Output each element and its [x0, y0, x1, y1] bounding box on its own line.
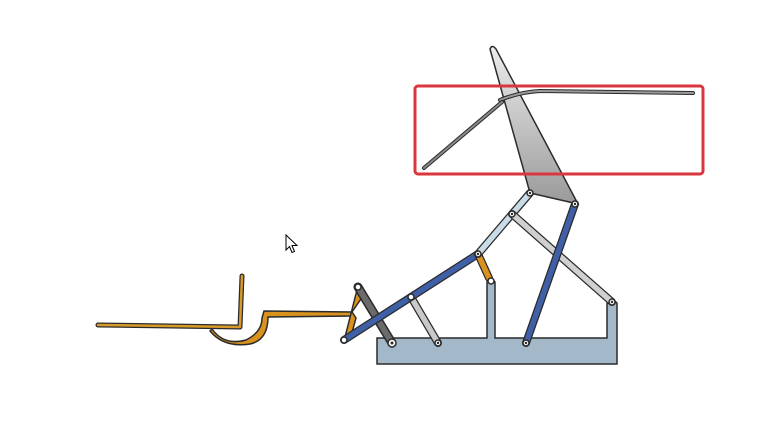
wing-panel[interactable]: [489, 45, 580, 206]
pivot-joint: [407, 293, 415, 301]
small-orange-link-fill: [475, 251, 492, 281]
left-antenna-rod-fill: [423, 101, 503, 169]
blue-wing-link-fill: [523, 201, 578, 346]
pivot-joint: [487, 277, 495, 285]
highlight-box: [413, 84, 705, 176]
left-rod-fill: [96, 274, 244, 329]
pivot-joints: [340, 189, 616, 348]
pivot-joint: [354, 283, 362, 291]
right-antenna-rod-fill: [499, 89, 694, 101]
light-blue-link-fill: [475, 190, 533, 257]
pivot-joint: [340, 336, 348, 344]
mouse-pointer-icon: [285, 234, 299, 254]
dark-gray-link-fill: [355, 284, 395, 346]
pivot-centers: [390, 191, 614, 345]
light-gray-long-link-fill: [509, 211, 615, 305]
left-rod[interactable]: [95, 273, 245, 330]
light-gray-short-link-fill: [408, 294, 441, 346]
